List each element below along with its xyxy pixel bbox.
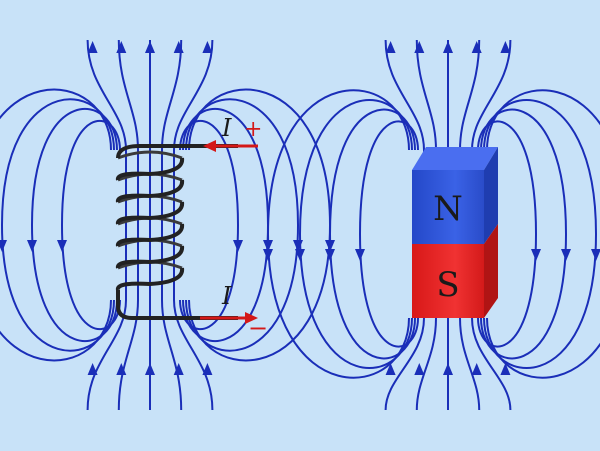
field-line [459, 317, 481, 411]
field-arrow [263, 249, 273, 261]
current-label-bottom: I [221, 282, 232, 310]
current-arrow-bottom [200, 312, 258, 324]
field-line [173, 299, 214, 411]
field-arrow [295, 249, 305, 261]
field-arrow [500, 41, 511, 53]
current-label-top: I [221, 114, 232, 142]
field-arrow [385, 41, 396, 53]
south-label: S [436, 265, 459, 305]
field-loop [486, 89, 600, 379]
field-arrow [145, 363, 155, 375]
field-arrow [57, 240, 67, 252]
field-arrow [27, 240, 37, 252]
bar-magnet: N S [412, 147, 498, 318]
magnet-north-pole [412, 170, 484, 244]
field-line [161, 39, 183, 151]
field-arrow [443, 363, 453, 375]
field-line [471, 39, 512, 151]
field-arrow [355, 249, 365, 261]
field-arrow [87, 41, 98, 53]
field-arrow [202, 363, 213, 375]
field-arrow [414, 363, 425, 375]
field-line [86, 299, 127, 411]
solenoid-coil [115, 144, 238, 320]
field-line [459, 39, 481, 151]
field-arrow [202, 41, 213, 53]
field-arrow [471, 363, 482, 375]
north-label: N [433, 189, 463, 229]
field-arrow [173, 41, 184, 53]
field-loop [483, 98, 598, 370]
field-line [471, 317, 512, 411]
field-loop [0, 88, 112, 362]
field-arrow [591, 249, 600, 261]
field-line [415, 317, 437, 411]
field-loop [298, 98, 413, 370]
field-loop [0, 98, 115, 352]
polarity-plus: + [244, 117, 262, 142]
field-line [415, 39, 437, 151]
field-line [86, 39, 127, 151]
field-arrow [414, 41, 425, 53]
magnet-south-side [484, 224, 498, 318]
field-line [161, 299, 183, 411]
magnet-top-face [412, 147, 498, 170]
field-arrow [471, 41, 482, 53]
field-arrow [0, 240, 7, 252]
magnet-south-pole [412, 244, 484, 318]
field-arrow [325, 249, 335, 261]
current-arrow-top [203, 140, 258, 152]
field-arrow [500, 363, 511, 375]
field-loop [185, 98, 300, 352]
field-arrow [145, 41, 155, 53]
field-arrow [385, 363, 396, 375]
field-arrow [116, 363, 127, 375]
field-loop [266, 89, 410, 379]
field-arrow [173, 363, 184, 375]
field-loop [30, 108, 118, 342]
field-arrow [561, 249, 571, 261]
field-arrow [87, 363, 98, 375]
field-line [117, 299, 139, 411]
field-line [384, 317, 425, 411]
field-loop [328, 108, 416, 360]
field-arrow [233, 240, 243, 252]
field-arrow [443, 41, 453, 53]
field-arrow [116, 41, 127, 53]
field-line [173, 39, 214, 151]
polarity-minus: − [248, 314, 268, 342]
field-line [384, 39, 425, 151]
field-arrow [531, 249, 541, 261]
field-line [117, 39, 139, 151]
field-loop [480, 108, 568, 360]
magnet-north-side [484, 147, 498, 244]
